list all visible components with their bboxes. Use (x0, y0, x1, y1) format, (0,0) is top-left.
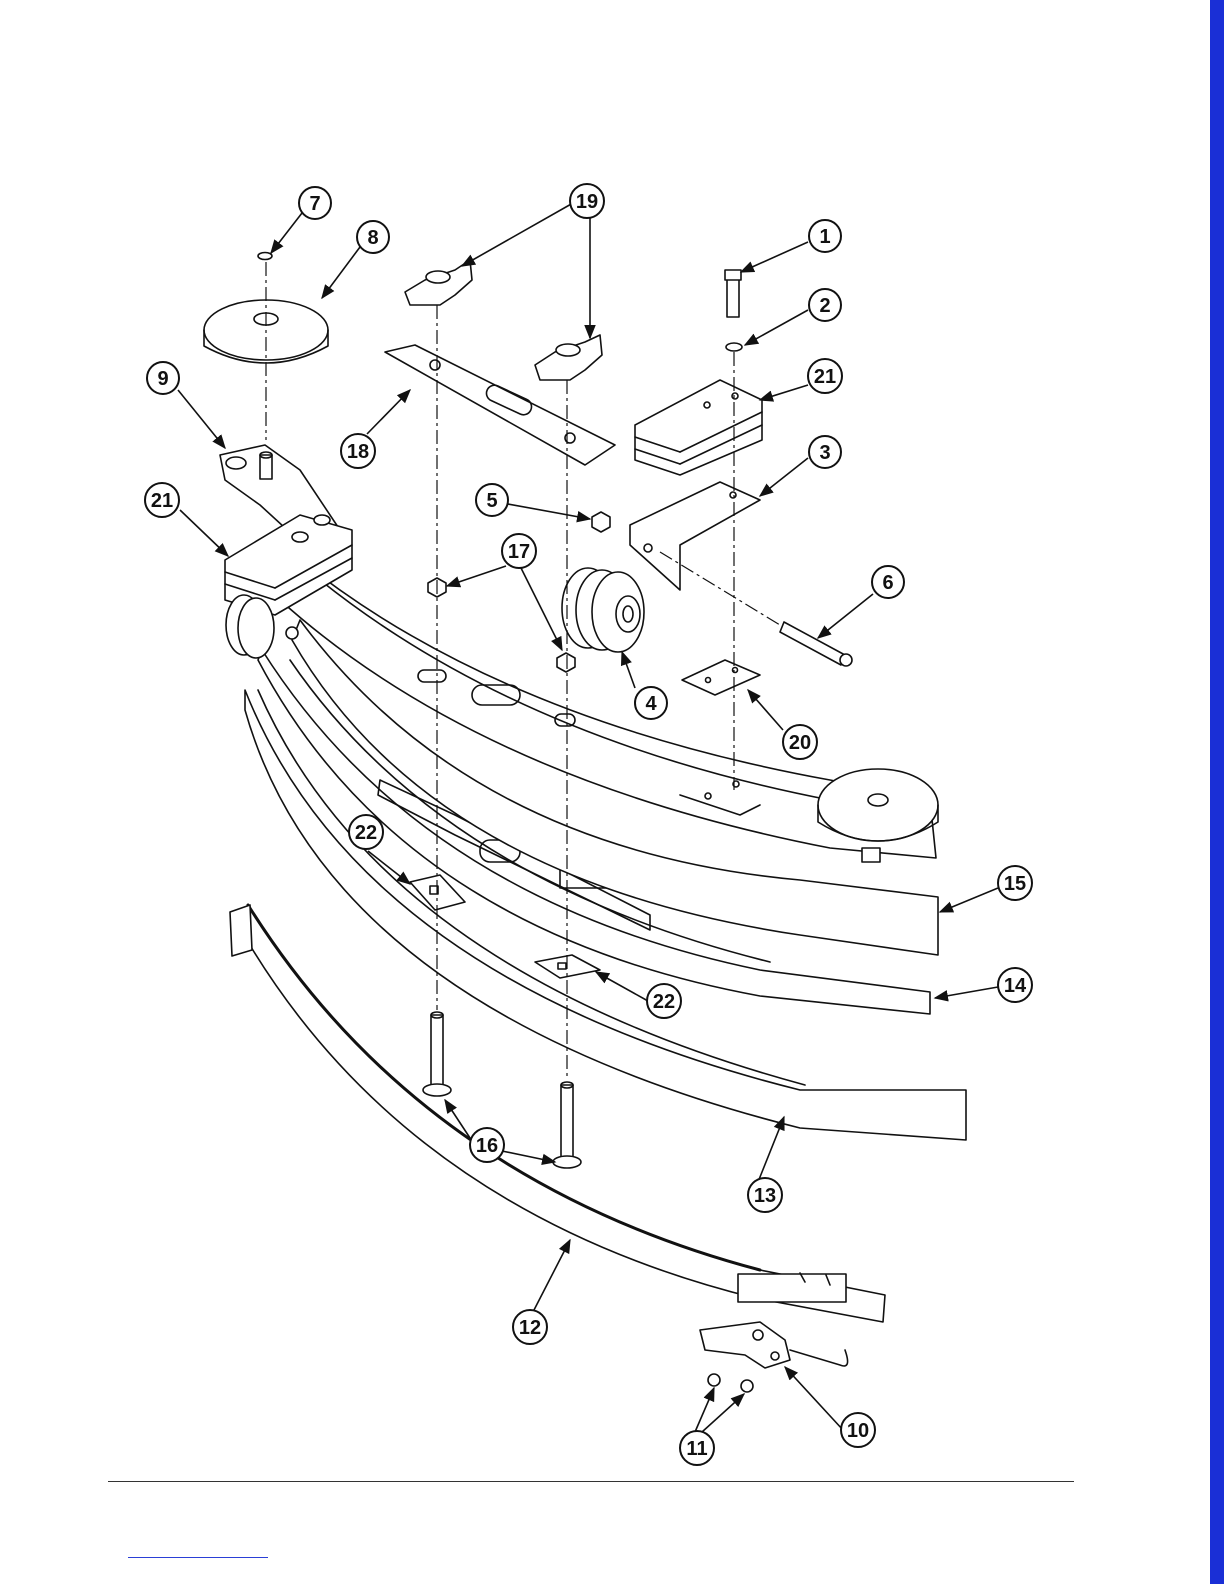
callout-22-upper: 22 (349, 815, 383, 849)
part-6-pin (780, 622, 852, 666)
svg-text:20: 20 (789, 732, 811, 754)
part-4-roller (562, 568, 644, 652)
callout-4: 4 (635, 687, 667, 719)
svg-text:21: 21 (151, 490, 173, 512)
svg-text:16: 16 (476, 1135, 498, 1157)
callout-21-left: 21 (145, 483, 179, 517)
callout-2: 2 (809, 289, 841, 321)
callout-3: 3 (809, 436, 841, 468)
callout-11: 11 (680, 1431, 714, 1465)
part-5-nut (592, 512, 610, 532)
callout-14: 14 (998, 968, 1032, 1002)
part-10-latch (700, 1322, 848, 1368)
svg-text:17: 17 (508, 541, 530, 563)
svg-text:15: 15 (1004, 873, 1026, 895)
callout-15: 15 (998, 866, 1032, 900)
svg-text:8: 8 (367, 227, 378, 249)
svg-text:21: 21 (814, 366, 836, 388)
svg-text:9: 9 (157, 368, 168, 390)
callout-20: 20 (783, 725, 817, 759)
svg-text:6: 6 (882, 572, 893, 594)
svg-text:4: 4 (645, 693, 657, 715)
callout-9: 9 (147, 362, 179, 394)
callout-6: 6 (872, 566, 904, 598)
svg-text:13: 13 (754, 1185, 776, 1207)
part-1-bolt (725, 270, 741, 317)
callout-8: 8 (357, 221, 389, 253)
callout-16: 16 (470, 1128, 504, 1162)
callout-17: 17 (502, 534, 536, 568)
footer-link-underline[interactable] (128, 1557, 268, 1558)
part-11-screw-b (741, 1380, 753, 1392)
callout-19: 19 (570, 184, 604, 218)
callout-13: 13 (748, 1178, 782, 1212)
svg-text:10: 10 (847, 1420, 869, 1442)
part-11-screw-a (708, 1374, 720, 1386)
part-3-bracket (630, 482, 760, 590)
svg-text:22: 22 (653, 991, 675, 1013)
part-7-washer (258, 253, 272, 260)
svg-text:2: 2 (819, 295, 830, 317)
callout-18: 18 (341, 434, 375, 468)
callout-21-right: 21 (808, 359, 842, 393)
callout-5: 5 (476, 484, 508, 516)
svg-text:18: 18 (347, 441, 369, 463)
svg-text:12: 12 (519, 1317, 541, 1339)
callout-7: 7 (299, 187, 331, 219)
svg-text:5: 5 (486, 490, 497, 512)
svg-text:3: 3 (819, 442, 830, 464)
callout-10: 10 (841, 1413, 875, 1447)
footer-divider (108, 1481, 1074, 1482)
callout-1: 1 (809, 220, 841, 252)
part-2-washer (726, 343, 742, 351)
part-17-nut-lower (557, 653, 575, 672)
svg-text:19: 19 (576, 191, 598, 213)
svg-text:1: 1 (819, 226, 830, 248)
callout-12: 12 (513, 1310, 547, 1344)
svg-text:11: 11 (686, 1438, 707, 1460)
callout-22-lower: 22 (647, 984, 681, 1018)
part-21-right-pad-stack (635, 380, 762, 475)
svg-text:7: 7 (309, 193, 320, 215)
svg-text:14: 14 (1004, 975, 1027, 997)
svg-text:22: 22 (355, 822, 377, 844)
